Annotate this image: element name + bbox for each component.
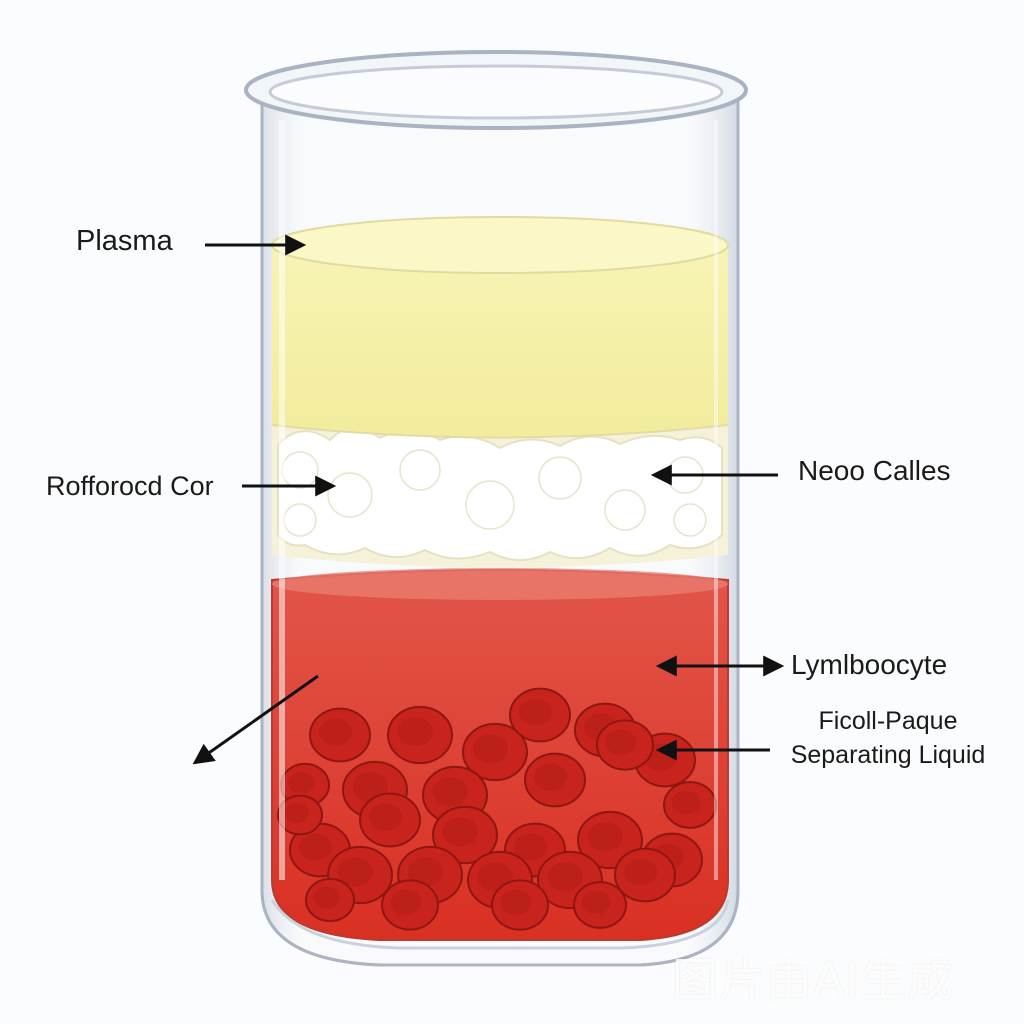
red-blood-cell-center — [581, 890, 611, 915]
red-blood-cell-center — [284, 802, 309, 823]
label-ficoll-paque: Ficoll-Paque Separating Liquid — [770, 704, 1006, 772]
red-blood-cell-center — [547, 862, 583, 892]
label-ficoll-line2: Separating Liquid — [790, 741, 986, 769]
red-blood-cell-center — [587, 822, 623, 852]
red-blood-cell-center — [390, 889, 422, 915]
red-blood-cell-center — [671, 790, 701, 815]
red-blood-cell-center — [352, 772, 388, 802]
red-blood-cell-center — [605, 729, 637, 755]
red-blood-cell-center — [472, 734, 508, 764]
red-blood-cell-center — [288, 771, 315, 794]
plasma-layer — [271, 216, 729, 439]
red-blood-cell-center — [534, 763, 567, 791]
red-blood-cell-center — [369, 803, 402, 831]
label-lymphocyte: Lymlboocyte — [791, 649, 948, 680]
label-ficoll-line1: Ficoll-Paque — [818, 707, 958, 735]
red-blood-cell-center — [299, 833, 332, 861]
red-blood-cell-center — [500, 889, 532, 915]
arrow-red-cells — [192, 674, 319, 765]
red-blood-cells — [277, 687, 717, 931]
red-blood-cell-center — [407, 857, 443, 887]
red-blood-cell-center — [337, 857, 373, 887]
red-blood-cell-center — [432, 777, 468, 807]
red-blood-cell-center — [519, 698, 552, 726]
red-blood-cell-center — [313, 886, 340, 909]
red-blood-cell-center — [624, 858, 657, 886]
red-blood-cell-center — [397, 717, 433, 747]
red-blood-cell-center — [514, 833, 547, 861]
red-blood-cell-center — [442, 817, 478, 847]
label-plasma: Plasma — [76, 225, 173, 257]
label-right-mid-layer: Neoo Calles — [798, 455, 951, 486]
arrows — [192, 234, 785, 765]
tube-glass-front — [244, 50, 748, 967]
label-left-mid-layer: Rofforocd Cor — [46, 471, 214, 501]
buffy-coat-layer — [272, 425, 728, 568]
red-blood-cell-center — [319, 718, 352, 746]
ai-generated-watermark: 图片由AI生成 — [672, 953, 955, 1007]
